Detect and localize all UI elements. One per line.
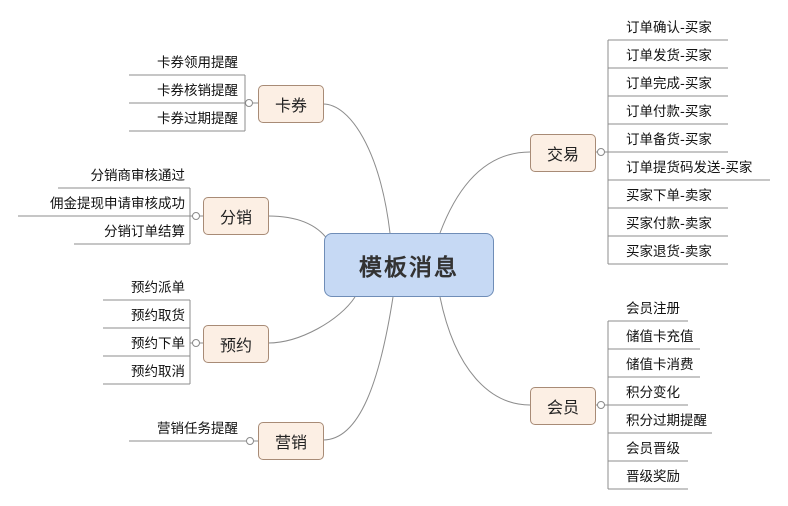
branch-kaquan[interactable]: 卡券 bbox=[258, 85, 324, 123]
leaf-jiaoyi-4[interactable]: 订单付款-买家 bbox=[626, 104, 712, 120]
branch-yuyue[interactable]: 预约 bbox=[203, 325, 269, 363]
leaf-huiyuan-3[interactable]: 储值卡消费 bbox=[626, 357, 694, 373]
leaf-kaquan-2[interactable]: 卡券核销提醒 bbox=[157, 83, 238, 99]
link-yingxiao bbox=[322, 296, 394, 441]
leaf-jiaoyi-3[interactable]: 订单完成-买家 bbox=[626, 76, 712, 92]
leaf-yuyue-1[interactable]: 预约派单 bbox=[131, 280, 185, 296]
collapse-toggle-jiaoyi[interactable] bbox=[597, 148, 605, 156]
leaf-yingxiao-1[interactable]: 营销任务提醒 bbox=[157, 421, 238, 437]
leaf-huiyuan-7[interactable]: 晋级奖励 bbox=[626, 469, 680, 485]
leaf-huiyuan-6[interactable]: 会员晋级 bbox=[626, 441, 680, 457]
leaf-yuyue-4[interactable]: 预约取消 bbox=[131, 364, 185, 380]
branch-huiyuan[interactable]: 会员 bbox=[530, 387, 596, 425]
collapse-toggle-fenxiao[interactable] bbox=[192, 212, 200, 220]
link-huiyuan bbox=[439, 296, 531, 406]
collapse-toggle-yuyue[interactable] bbox=[192, 339, 200, 347]
leaf-fenxiao-1[interactable]: 分销商审核通过 bbox=[90, 168, 186, 184]
leaf-jiaoyi-6[interactable]: 订单提货码发送-买家 bbox=[626, 160, 753, 176]
leaf-yuyue-3[interactable]: 预约下单 bbox=[131, 336, 185, 352]
leaf-huiyuan-4[interactable]: 积分变化 bbox=[626, 385, 680, 401]
link-yuyue bbox=[267, 296, 356, 344]
leaf-fenxiao-3[interactable]: 分销订单结算 bbox=[104, 224, 185, 240]
leaf-yuyue-2[interactable]: 预约取货 bbox=[131, 308, 185, 324]
leaf-kaquan-1[interactable]: 卡券领用提醒 bbox=[157, 55, 238, 71]
leaf-kaquan-3[interactable]: 卡券过期提醒 bbox=[157, 111, 238, 127]
branch-jiaoyi[interactable]: 交易 bbox=[530, 134, 596, 172]
collapse-toggle-huiyuan[interactable] bbox=[597, 401, 605, 409]
collapse-toggle-kaquan[interactable] bbox=[245, 99, 253, 107]
leaf-jiaoyi-8[interactable]: 买家付款-卖家 bbox=[626, 216, 712, 232]
leaf-huiyuan-2[interactable]: 储值卡充值 bbox=[626, 329, 694, 345]
branch-yingxiao[interactable]: 营销 bbox=[258, 422, 324, 460]
leaf-jiaoyi-9[interactable]: 买家退货-卖家 bbox=[626, 244, 712, 260]
leaf-huiyuan-1[interactable]: 会员注册 bbox=[626, 301, 680, 317]
link-kaquan bbox=[322, 103, 391, 234]
leaf-fenxiao-2[interactable]: 佣金提现申请审核成功 bbox=[50, 196, 185, 212]
link-jiaoyi bbox=[439, 151, 531, 234]
collapse-toggle-yingxiao[interactable] bbox=[246, 437, 254, 445]
center-node[interactable]: 模板消息 bbox=[324, 233, 494, 297]
leaf-jiaoyi-2[interactable]: 订单发货-买家 bbox=[626, 48, 712, 64]
leaf-huiyuan-5[interactable]: 积分过期提醒 bbox=[626, 413, 707, 429]
leaf-jiaoyi-5[interactable]: 订单备货-买家 bbox=[626, 132, 712, 148]
link-fenxiao bbox=[267, 215, 329, 241]
branch-fenxiao[interactable]: 分销 bbox=[203, 197, 269, 235]
leaf-jiaoyi-7[interactable]: 买家下单-卖家 bbox=[626, 188, 712, 204]
leaf-jiaoyi-1[interactable]: 订单确认-买家 bbox=[626, 20, 712, 36]
